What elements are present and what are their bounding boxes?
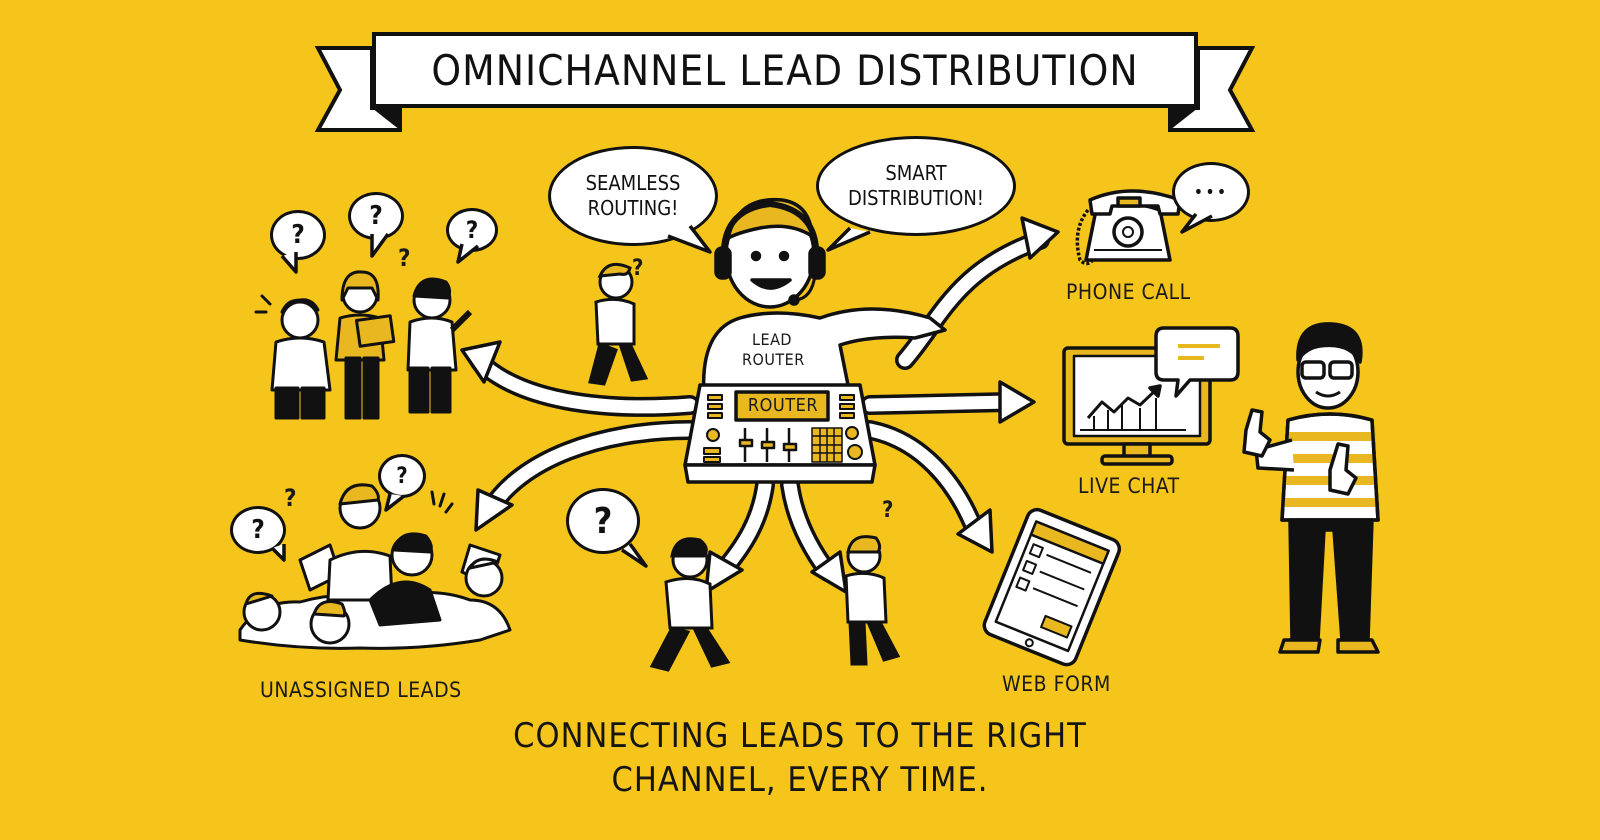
- question-bubble: ?: [270, 210, 326, 260]
- question-mark-icon: ?: [882, 498, 894, 523]
- shirt-text-line2: ROUTER: [742, 350, 805, 369]
- tablet-form-icon: [982, 507, 1122, 667]
- question-mark-icon: ?: [284, 484, 298, 512]
- title-banner: OMNICHANNEL LEAD DISTRIBUTION: [372, 32, 1198, 108]
- lead-router-person: [701, 197, 947, 397]
- channel-label-form: WEB FORM: [1002, 672, 1111, 696]
- question-mark-icon: ?: [369, 201, 383, 231]
- satisfied-customer: [1242, 322, 1380, 654]
- decor-strokes: [254, 294, 454, 514]
- confused-leads-group: [270, 270, 473, 420]
- tagline-line2: CHANNEL, EVERY TIME.: [611, 760, 989, 800]
- question-mark-icon: ?: [398, 244, 412, 272]
- speech-bubble-seamless-routing: SEAMLESS ROUTING!: [548, 146, 718, 246]
- router-device-label: ROUTER: [747, 395, 819, 416]
- question-bubble: ?: [230, 506, 286, 554]
- unassigned-leads-pile: [238, 483, 512, 650]
- rotary-phone-icon: [1075, 189, 1182, 266]
- page-title: OMNICHANNEL LEAD DISTRIBUTION: [431, 45, 1139, 95]
- channel-label-phone: PHONE CALL: [1066, 280, 1191, 304]
- question-mark-icon: ?: [396, 463, 408, 489]
- router-device: [683, 383, 877, 484]
- question-bubble: ?: [566, 488, 640, 554]
- bubble-text-line2: DISTRIBUTION!: [847, 186, 984, 210]
- bubble-text-line2: ROUTING!: [587, 196, 679, 220]
- walking-lead-lower-right: [844, 535, 901, 666]
- shirt-text-line1: LEAD: [751, 330, 793, 349]
- monitor-chat-icon: [1062, 326, 1240, 466]
- question-bubble: ?: [378, 454, 426, 498]
- question-mark-icon: ?: [251, 515, 265, 545]
- router-shirt-label: LEAD ROUTER: [742, 330, 805, 370]
- routing-arrows: [470, 230, 1050, 582]
- question-mark-icon: ?: [291, 220, 305, 250]
- question-mark-icon: ?: [465, 216, 479, 244]
- walking-lead-upper: [588, 262, 649, 386]
- bubble-text-line1: SEAMLESS: [585, 171, 681, 195]
- bubble-text-line1: SMART: [885, 161, 947, 185]
- tagline-line1: CONNECTING LEADS TO THE RIGHT: [513, 716, 1087, 756]
- question-bubble: ?: [348, 192, 404, 240]
- unassigned-leads-label: UNASSIGNED LEADS: [260, 678, 462, 702]
- typing-bubble: •••: [1172, 162, 1250, 222]
- ellipsis-icon: •••: [1193, 181, 1229, 203]
- question-mark-icon: ?: [632, 256, 644, 281]
- speech-bubble-smart-distribution: SMART DISTRIBUTION!: [816, 136, 1016, 236]
- question-bubble: ?: [446, 208, 498, 252]
- question-mark-icon: ?: [593, 500, 613, 542]
- banner-ribbon-tails: [314, 46, 1256, 132]
- channel-label-chat: LIVE CHAT: [1078, 474, 1180, 498]
- arrow-heads: [460, 216, 1060, 594]
- walking-lead-lower-left: [649, 537, 731, 672]
